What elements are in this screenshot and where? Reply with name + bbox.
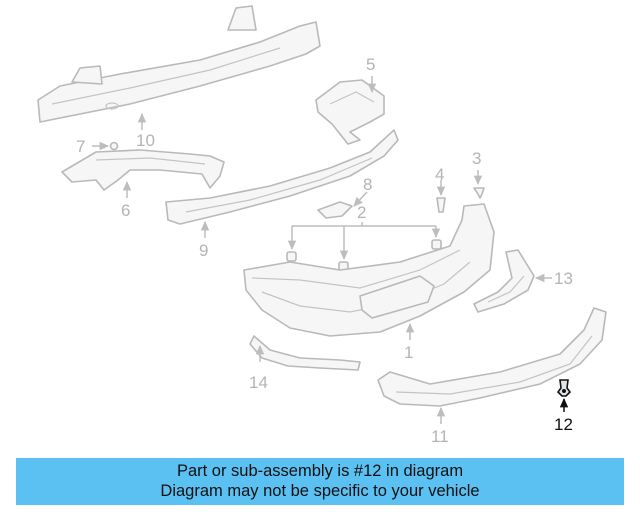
callout-2: 2 (357, 203, 366, 222)
callout-3: 3 (472, 149, 481, 168)
part-9-absorber[interactable] (165, 129, 399, 225)
callout-6: 6 (121, 201, 130, 220)
part-12-fastener[interactable] (556, 379, 572, 397)
part-6-bracket[interactable] (61, 149, 225, 191)
banner-line-disclaimer: Diagram may not be specific to your vehi… (160, 482, 480, 500)
part-7-bolt[interactable] (109, 141, 119, 151)
callout-5: 5 (366, 55, 375, 74)
callout-10: 10 (136, 131, 155, 150)
leader-2 (287, 222, 441, 261)
part-3-pushpin[interactable] (473, 187, 485, 199)
callout-9: 9 (199, 241, 208, 260)
part-1-fascia[interactable] (243, 203, 495, 337)
callout-7: 7 (76, 137, 85, 156)
part-5-bracket[interactable] (315, 79, 385, 145)
leader-8 (353, 191, 368, 207)
info-banner: Part or sub-assembly is #12 in diagram D… (16, 458, 624, 505)
part-11-valance[interactable] (377, 307, 607, 407)
callout-1: 1 (404, 343, 413, 362)
callout-12: 12 (554, 415, 573, 434)
part-10-reinforcement[interactable] (37, 5, 321, 123)
part-4-screw[interactable] (436, 197, 446, 213)
callout-4: 4 (435, 165, 444, 184)
parts-diagram: 10 5 7 6 9 8 3 4 2 1 13 14 11 12 (37, 5, 607, 446)
part-8-clip[interactable] (317, 201, 353, 219)
part-13-deflector[interactable] (473, 249, 535, 313)
callout-14: 14 (249, 373, 268, 392)
part-14-molding[interactable] (249, 335, 361, 371)
callout-13: 13 (554, 269, 573, 288)
part-2-retainers[interactable] (286, 239, 442, 272)
callout-8: 8 (363, 175, 372, 194)
banner-line-part: Part or sub-assembly is #12 in diagram (176, 462, 464, 480)
callout-11: 11 (431, 427, 449, 446)
